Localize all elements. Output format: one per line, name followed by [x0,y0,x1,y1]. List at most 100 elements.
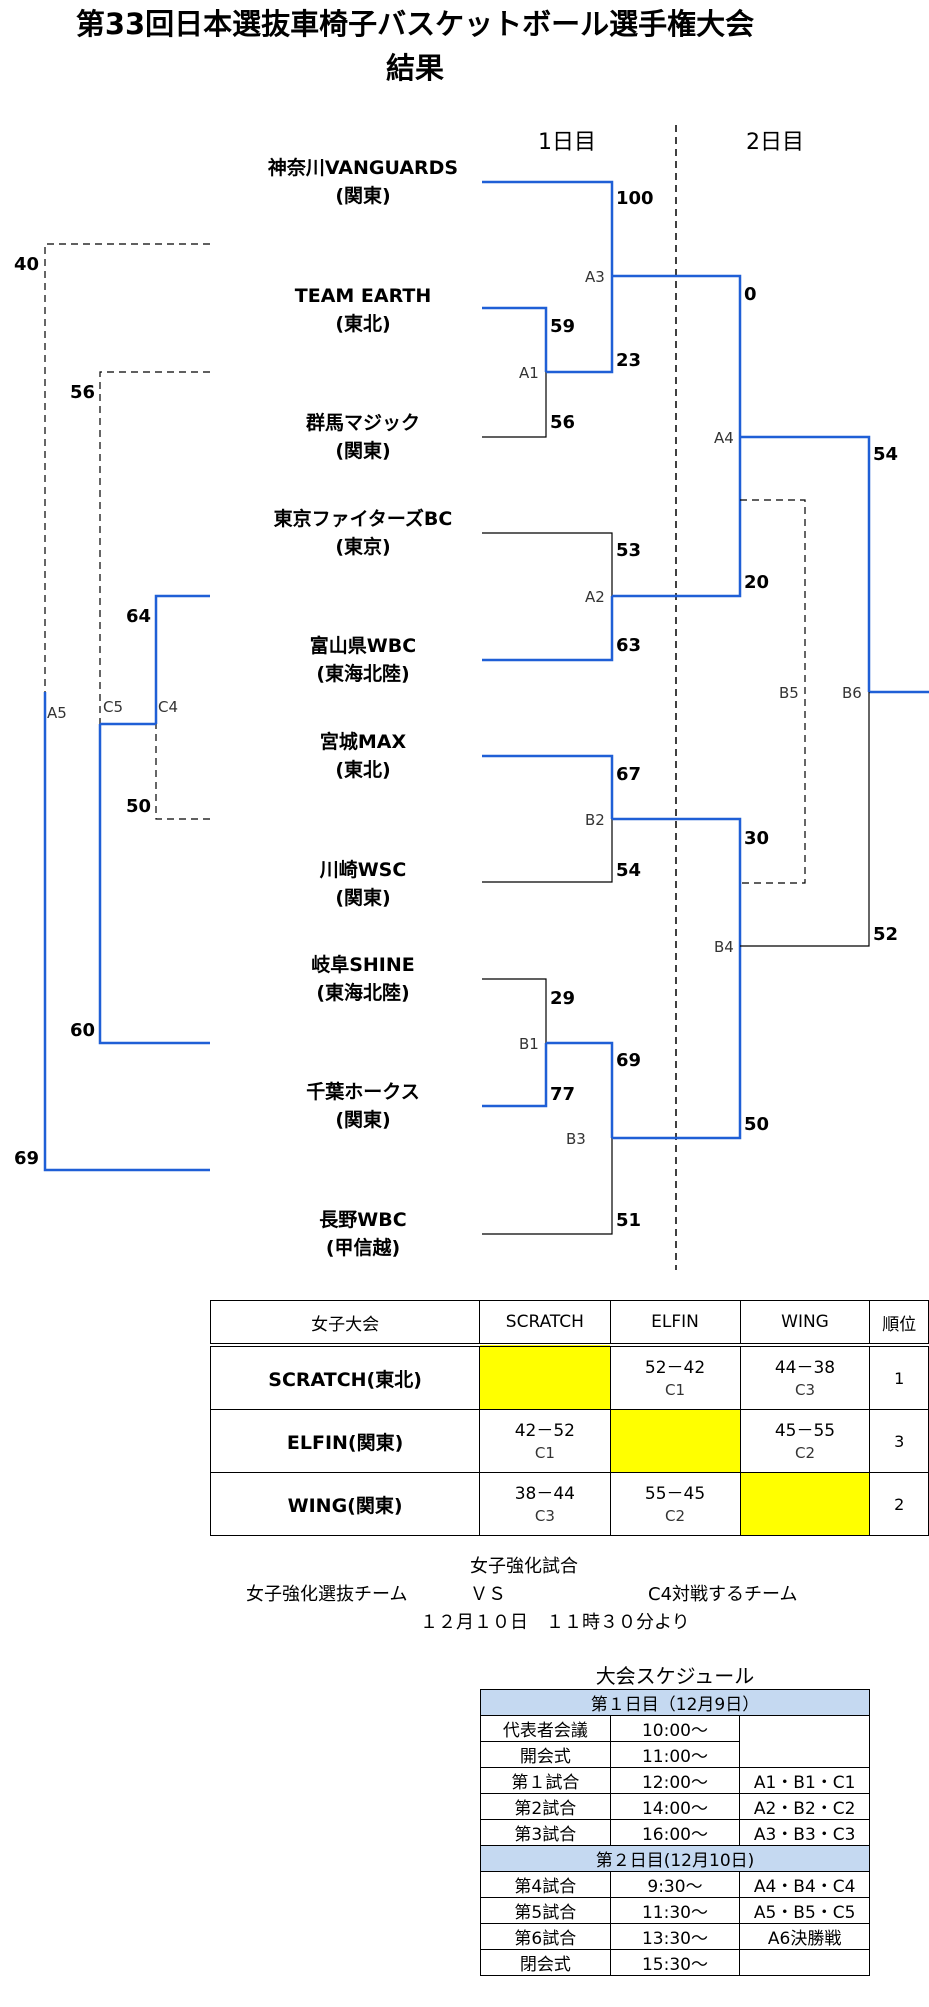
schedule-event: 第１試合 [480,1767,611,1794]
team-region: (関東) [335,440,391,462]
score: 69 [616,1050,642,1071]
team-region: (東北) [335,313,391,335]
match-c4: C4 [158,698,179,716]
b3-line-nagano [482,1138,613,1235]
match-a4: A4 [714,429,734,447]
team-name: 東京ファイターズBC [273,508,453,530]
day2-label: 2日目 [746,130,804,155]
c5-line-top [99,371,210,724]
c4-line-top [154,594,210,724]
team-4: 東京ファイターズBC (東京) [248,505,478,561]
team-name: 群馬マジック [305,412,420,434]
self-cell [609,1409,741,1473]
practice-vs: ＶＳ [470,1584,506,1605]
team-region: (東北) [335,759,391,781]
result-game: C2 [665,1507,686,1525]
match-b3: B3 [566,1130,586,1148]
match-a5: A5 [47,704,67,722]
match-a2: A2 [585,588,605,606]
practice-datetime: １２月１０日 １１時３０分より [420,1612,690,1633]
schedule-time: 14:00～ [609,1793,741,1820]
self-cell [739,1472,871,1536]
result-game: C3 [534,1507,555,1525]
header-cell: WING [739,1300,871,1347]
schedule-event: 第3試合 [480,1819,611,1846]
schedule-event: 第2試合 [480,1793,611,1820]
b3-out-line [612,946,742,1140]
result-score: 45－55 [774,1421,836,1441]
score: 63 [616,635,642,656]
a1-line-gunma [482,372,547,438]
score: 77 [550,1084,576,1105]
a2-line-tokyo [482,532,613,596]
schedule-games: A2・B2・C2 [739,1793,870,1820]
header-cell: SCRATCH [479,1300,611,1347]
score: 67 [616,764,642,785]
score: 64 [126,606,152,627]
match-b1: B1 [519,1035,539,1053]
team-name: TEAM EARTH [294,285,432,307]
team-2: TEAM EARTH (東北) [248,282,478,338]
team-region: (関東) [335,1109,391,1131]
result-score: 55－45 [644,1484,706,1504]
practice-title: 女子強化試合 [470,1556,578,1577]
schedule-time: 13:30～ [609,1923,741,1950]
team-name: 神奈川VANGUARDS [267,157,459,179]
schedule-title: 大会スケジュール [595,1664,755,1688]
b2-line-miyagi [482,754,614,819]
team-9: 千葉ホークス (関東) [248,1078,478,1134]
match-b2: B2 [585,811,605,829]
a2-line-toyama [482,596,614,662]
a5-line-bottom [43,692,210,1172]
table-row: 第6試合 13:30～ A6決勝戦 [480,1923,870,1950]
schedule-time: 9:30～ [609,1871,741,1898]
team-8: 岐阜SHINE (東海北陸) [248,951,478,1007]
b2-line-kawasaki [482,819,613,883]
result-score: 52－42 [644,1358,706,1378]
table-row: 閉会式 15:30～ [480,1949,870,1976]
result-game: C3 [794,1381,816,1399]
result-score: 44－38 [774,1358,836,1378]
team-3: 群馬マジック (関東) [248,409,478,465]
team-region: (東海北陸) [316,982,410,1004]
score: 51 [616,1210,642,1231]
table-row: 第１試合 12:00～ A1・B1・C1 [480,1767,870,1794]
team-name: 千葉ホークス [306,1081,420,1103]
match-b4: B4 [714,938,734,956]
score: 40 [14,254,40,275]
day1-label: 1日目 [538,130,596,155]
practice-left-team: 女子強化選抜チーム [246,1584,408,1605]
b1-out-line [546,1041,614,1138]
a1-out-line [546,276,614,374]
result-score: 38－44 [514,1484,575,1504]
table-row: 第2試合 14:00～ A2・B2・C2 [480,1793,870,1820]
result-game: C1 [665,1381,686,1399]
team-region: (関東) [335,887,391,909]
c5-line-bottom [98,724,210,1045]
score: 60 [70,1020,96,1041]
result-game: C2 [794,1444,816,1462]
score: 53 [616,540,642,561]
tournament-bracket [43,125,929,1270]
score: 59 [550,316,576,337]
practice-match: 女子強化試合 女子強化選抜チーム ＶＳ C4対戦するチーム １２月１０日 １１時… [230,1554,830,1644]
schedule-time: 15:30～ [609,1949,741,1976]
team-1: 神奈川VANGUARDS (関東) [248,154,478,210]
team-name: 宮城MAX [319,731,407,753]
score: 56 [70,382,96,403]
page-subtitle: 結果 [385,51,444,85]
schedule-time: 12:00～ [609,1767,741,1794]
team-region: (関東) [335,185,391,207]
score: 23 [616,350,642,371]
a2-out-line [612,437,742,598]
a3-out-line [612,274,742,437]
match-c5: C5 [103,698,124,716]
